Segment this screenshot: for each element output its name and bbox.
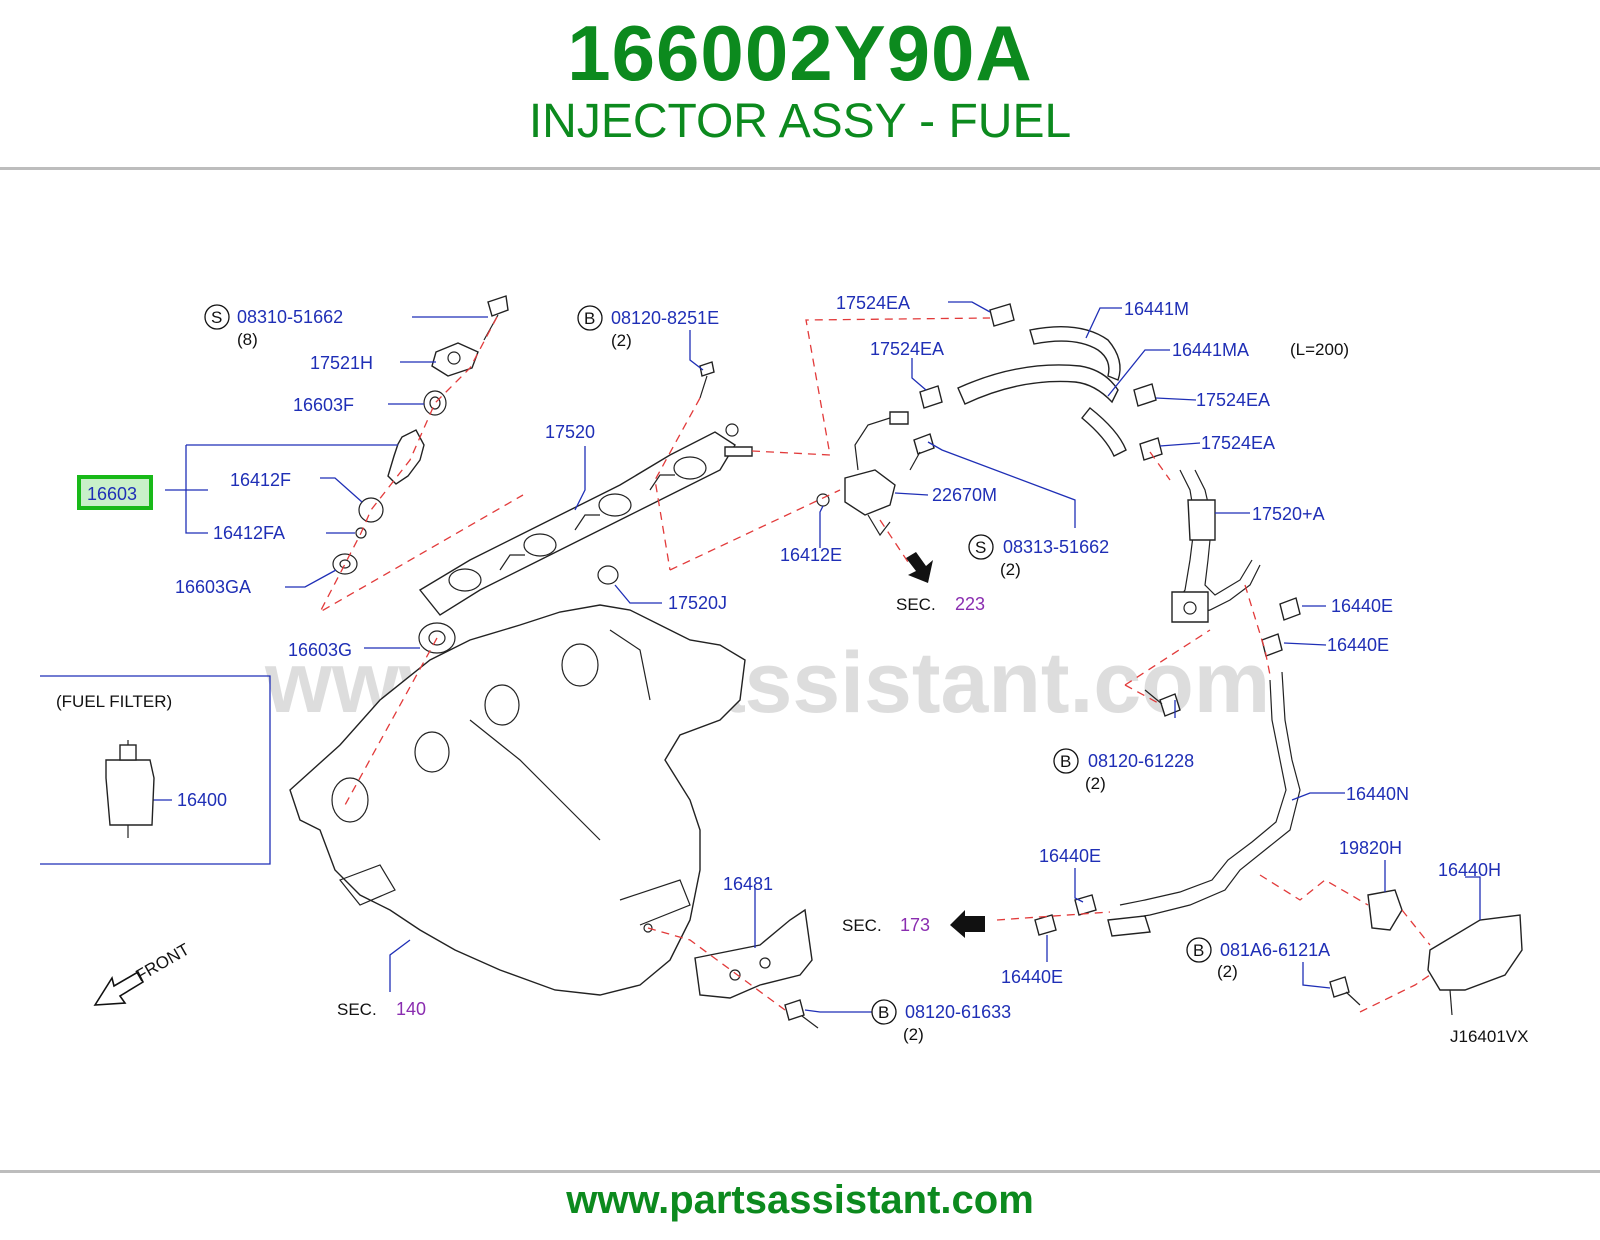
pressure-regulator-drawing [816,303,1163,537]
header: 166002Y90A INJECTOR ASSY - FUEL [0,0,1600,170]
label-16440n[interactable]: 16440N [1346,784,1409,804]
prefix-b: B [1060,752,1071,771]
arrow-sec-223 [906,552,933,583]
diagram-code: J16401VX [1450,1027,1528,1046]
callout-08310-51662[interactable]: S 08310-51662 (8) [204,304,343,349]
label-16412e[interactable]: 16412E [780,545,842,565]
parts-diagram: www.partsassistant.com [40,293,1528,1046]
svg-text:08120-61228: 08120-61228 [1088,751,1194,771]
arrow-sec-173 [950,910,985,938]
section-ref-173[interactable]: SEC. 173 [842,915,930,935]
svg-text:081A6-6121A: 081A6-6121A [1220,940,1330,960]
svg-text:(2): (2) [1000,560,1021,579]
part-name-subtitle: INJECTOR ASSY - FUEL [528,95,1072,148]
svg-text:223: 223 [955,594,985,614]
label-16412f[interactable]: 16412F [230,470,291,490]
svg-text:(2): (2) [903,1025,924,1044]
top-divider [0,167,1600,170]
label-16603-highlighted[interactable]: 16603 [87,484,137,504]
section-ref-223[interactable]: SEC. 223 [896,594,985,614]
svg-text:(2): (2) [1217,962,1238,981]
svg-text:140: 140 [396,999,426,1019]
highlight-box [77,475,153,510]
label-17521h[interactable]: 17521H [310,353,373,373]
intake-manifold-drawing [289,604,746,996]
label-16440h[interactable]: 16440H [1438,860,1501,880]
label-17520-a[interactable]: 17520+A [1252,504,1325,524]
fuel-rail-drawing [418,423,753,616]
label-16603ga[interactable]: 16603GA [175,577,251,597]
svg-text:08120-61633: 08120-61633 [905,1002,1011,1022]
bracket-drawing [1329,889,1523,1016]
leader-lines [152,301,1481,1013]
label-19820h[interactable]: 19820H [1339,838,1402,858]
svg-text:(2): (2) [611,331,632,350]
label-16441ma[interactable]: 16441MA [1172,340,1249,360]
prefix-b: B [1193,941,1204,960]
label-16481[interactable]: 16481 [723,874,773,894]
fuel-filter-title: (FUEL FILTER) [56,692,172,711]
label-17524ea-3[interactable]: 17524EA [1196,390,1270,410]
svg-text:08120-8251E: 08120-8251E [611,308,719,328]
svg-text:08313-51662: 08313-51662 [1003,537,1109,557]
front-arrow: FRONT [93,940,193,1006]
label-16440e-1[interactable]: 16440E [1331,596,1393,616]
label-16440e-3[interactable]: 16440E [1039,846,1101,866]
svg-text:08310-51662: 08310-51662 [237,307,343,327]
footer-url-link[interactable]: www.partsassistant.com [566,1178,1034,1222]
prefix-s: S [211,308,222,327]
label-17524ea-4[interactable]: 17524EA [1201,433,1275,453]
svg-text:SEC.: SEC. [896,595,936,614]
label-17520[interactable]: 17520 [545,422,595,442]
part-number-title: 166002Y90A [567,9,1033,97]
svg-text:SEC.: SEC. [842,916,882,935]
callout-08120-8251e[interactable]: B 08120-8251E (2) [577,305,719,350]
callout-08120-61228[interactable]: B 08120-61228 (2) [1053,748,1194,793]
label-17524ea-1[interactable]: 17524EA [836,293,910,313]
label-17520j[interactable]: 17520J [668,593,727,613]
length-note: (L=200) [1290,340,1349,359]
callout-08313-51662[interactable]: S 08313-51662 (2) [968,534,1109,579]
label-16603f[interactable]: 16603F [293,395,354,415]
bracket-16481-drawing [694,908,819,1029]
prefix-s: S [975,538,986,557]
label-16441m[interactable]: 16441M [1124,299,1189,319]
reference-dashes [318,316,1431,1013]
fuel-pipe-drawing [1034,469,1301,937]
prefix-b: B [878,1003,889,1022]
prefix-b: B [584,309,595,328]
svg-text:SEC.: SEC. [337,1000,377,1019]
section-ref-140[interactable]: SEC. 140 [337,999,426,1019]
label-16440e-2[interactable]: 16440E [1327,635,1389,655]
label-16603g[interactable]: 16603G [288,640,352,660]
front-label: FRONT [133,940,193,986]
svg-text:(2): (2) [1085,774,1106,793]
label-16412fa[interactable]: 16412FA [213,523,285,543]
label-17524ea-2[interactable]: 17524EA [870,339,944,359]
callout-081a6-6121a[interactable]: B 081A6-6121A (2) [1186,937,1330,981]
label-16400: 16400 [177,790,227,810]
label-22670m[interactable]: 22670M [932,485,997,505]
callout-08120-61633[interactable]: B 08120-61633 (2) [871,999,1011,1044]
label-16440e-4[interactable]: 16440E [1001,967,1063,987]
fuel-filter-box: (FUEL FILTER) 16400 [40,675,271,865]
svg-text:(8): (8) [237,330,258,349]
svg-text:173: 173 [900,915,930,935]
bottom-divider [0,1170,1600,1173]
